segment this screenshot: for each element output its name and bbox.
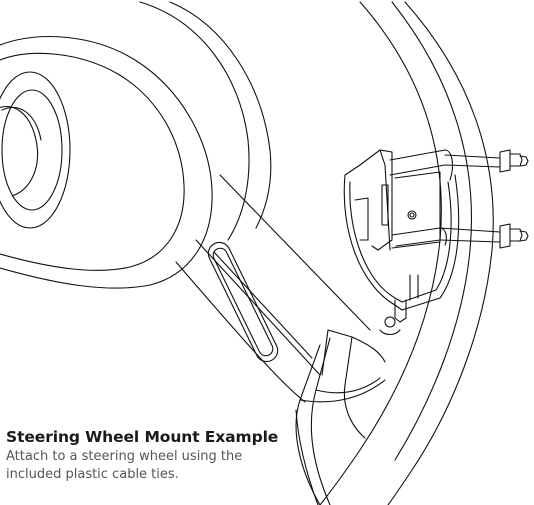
steering-wheel-spoke	[176, 175, 370, 402]
caption-body-line-2: included plastic cable ties.	[6, 467, 179, 482]
steering-column-hub	[0, 2, 271, 288]
cable-ties	[440, 150, 528, 248]
mount-bracket	[344, 150, 458, 335]
caption-body: Attach to a steering wheel using the inc…	[6, 448, 346, 484]
caption-body-line-1: Attach to a steering wheel using the	[6, 449, 243, 464]
caption-title: Steering Wheel Mount Example	[6, 428, 279, 446]
caption: Steering Wheel Mount Example Attach to a…	[6, 428, 346, 484]
steering-wheel-rim	[320, 2, 493, 505]
rim-grip-section	[296, 330, 385, 505]
